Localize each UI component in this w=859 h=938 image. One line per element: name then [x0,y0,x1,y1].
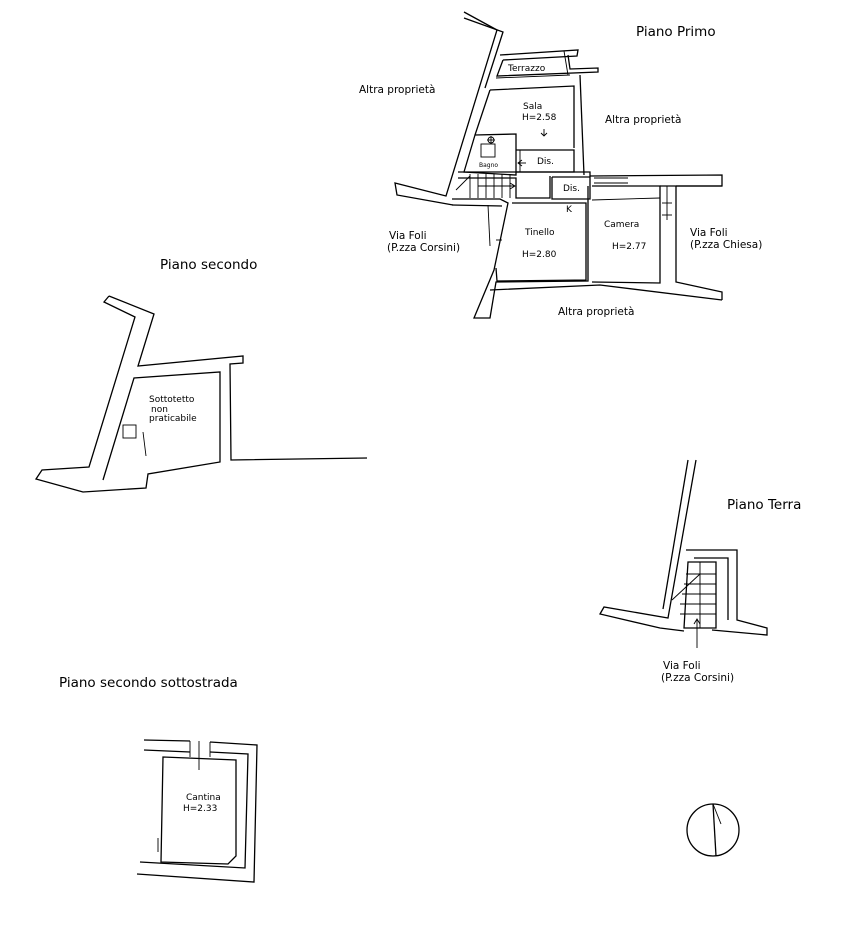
stairs-primo [455,174,516,198]
street-east-line2: (P.zza Chiesa) [690,239,762,251]
neighbor-west-label: Altra proprietà [359,84,435,96]
terra-street-line2: (P.zza Corsini) [661,672,734,684]
piano-primo-plan [394,11,723,319]
room-cantina: Cantina [186,793,221,803]
neighbor-east-label: Altra proprietà [605,114,681,126]
room-sottotetto: Sottotetto [149,395,195,405]
north-arrow-icon [686,803,740,857]
room-sottotetto-praticabile: praticabile [149,414,197,424]
room-sottotetto-non: non [151,405,168,415]
piano-secondo-plan [34,295,368,493]
room-dis-1: Dis. [537,157,554,167]
room-bagno: Bagno [479,162,498,169]
street-west-line1: Via Foli [389,230,427,242]
room-sala: Sala [523,102,542,112]
piano-terra-title: Piano Terra [727,497,801,513]
room-k: K [566,205,573,215]
piano-sottostrada-plan [136,739,258,883]
room-cantina-height: H=2.33 [183,804,217,814]
street-west-line2: (P.zza Corsini) [387,242,460,254]
terra-street-line1: Via Foli [663,660,701,672]
neighbor-south-label: Altra proprietà [558,306,634,318]
piano-sottostrada-title: Piano secondo sottostrada [59,675,238,691]
piano-terra-plan [599,459,768,648]
room-sala-height: H=2.58 [522,113,557,123]
room-dis-2: Dis. [563,184,580,194]
room-camera: Camera [604,220,639,230]
piano-primo-title: Piano Primo [636,24,716,40]
room-terrazzo: Terrazzo [507,64,546,74]
room-tinello-height: H=2.80 [522,250,557,260]
street-east-line1: Via Foli [690,227,728,239]
piano-secondo-title: Piano secondo [160,257,257,273]
room-camera-height: H=2.77 [612,242,646,252]
room-tinello: Tinello [524,228,555,238]
